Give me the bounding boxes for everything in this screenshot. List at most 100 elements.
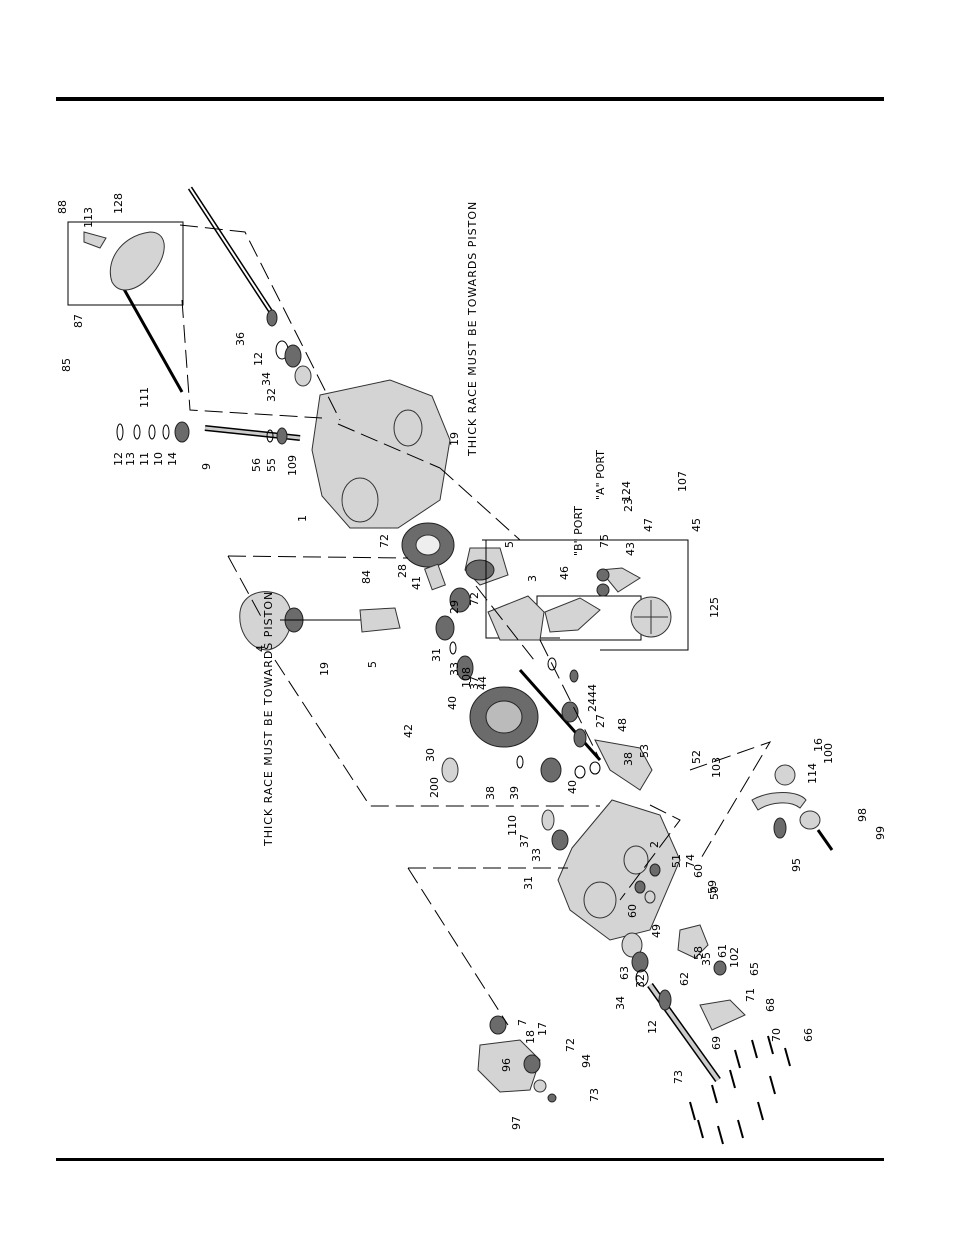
callout-69: 69 [710, 1036, 723, 1050]
callout-51: 51 [670, 854, 683, 868]
callout-5: 5 [503, 541, 516, 548]
cover-detail-box [67, 221, 184, 306]
callout-36: 36 [234, 332, 247, 346]
callout-85: 85 [60, 358, 73, 372]
callout-58: 58 [692, 946, 705, 960]
callout-44: 44 [476, 676, 489, 690]
callout-5: 5 [366, 661, 379, 668]
callout-73: 73 [588, 1088, 601, 1102]
callout-24: 24 [586, 698, 599, 712]
center-section-3 [487, 595, 545, 641]
callout-128: 128 [112, 193, 125, 214]
bolts-7 [689, 1035, 791, 1145]
callout-68: 68 [764, 998, 777, 1012]
callout-107: 107 [676, 471, 689, 492]
callout-31: 31 [430, 648, 443, 662]
callout-33: 33 [530, 848, 543, 862]
callout-110: 110 [506, 815, 519, 836]
lower-housing-2 [557, 799, 681, 941]
callout-17: 17 [536, 1022, 549, 1036]
callout-75: 75 [598, 534, 611, 548]
callout-111: 111 [138, 387, 151, 408]
callout-3: 3 [526, 575, 539, 582]
callout-9: 9 [200, 463, 213, 470]
callout-97: 97 [510, 1116, 523, 1130]
callout-32: 32 [634, 974, 647, 988]
a-port-label: "A" PORT [594, 450, 607, 500]
callout-42: 42 [402, 724, 415, 738]
bracket-18 [477, 1039, 541, 1093]
callout-56: 56 [250, 458, 263, 472]
callout-40: 40 [566, 780, 579, 794]
callout-4: 4 [254, 645, 267, 652]
callout-29: 29 [448, 600, 461, 614]
callout-44: 44 [586, 684, 599, 698]
callout-62: 62 [678, 972, 691, 986]
callout-60: 60 [626, 904, 639, 918]
callout-73: 73 [672, 1070, 685, 1084]
callout-12: 12 [646, 1020, 659, 1034]
callout-14: 14 [166, 452, 179, 466]
callout-33: 33 [448, 662, 461, 676]
callout-37: 37 [518, 834, 531, 848]
callout-60: 60 [692, 864, 705, 878]
callout-38: 38 [484, 786, 497, 800]
callout-65: 65 [748, 962, 761, 976]
callout-18: 18 [524, 1030, 537, 1044]
callout-99: 99 [874, 826, 887, 840]
callout-30: 30 [424, 748, 437, 762]
callout-113: 113 [82, 207, 95, 228]
callout-27: 27 [594, 714, 607, 728]
note-thick-race-lower: THICK RACE MUST BE TOWARDS PISTON [262, 591, 275, 847]
callout-34: 34 [614, 996, 627, 1010]
callout-11: 11 [138, 452, 151, 466]
callout-47: 47 [642, 518, 655, 532]
callout-63: 63 [618, 966, 631, 980]
callout-34: 34 [260, 372, 273, 386]
callout-23: 23 [622, 498, 635, 512]
bottom-rule [56, 1158, 884, 1161]
callout-19: 19 [448, 432, 461, 446]
callout-12: 12 [112, 452, 125, 466]
callout-102: 102 [728, 947, 741, 968]
callout-125: 125 [708, 597, 721, 618]
callout-48: 48 [616, 718, 629, 732]
callout-95: 95 [790, 858, 803, 872]
note-thick-race-upper: THICK RACE MUST BE TOWARDS PISTON [466, 201, 479, 457]
svg-text:THICK RACE MUST BE TOWARDS PIS: THICK RACE MUST BE TOWARDS PISTON [262, 591, 275, 847]
svg-text:"B" PORT: "B" PORT [572, 506, 585, 556]
diagram-artwork [67, 186, 834, 1145]
callout-108: 108 [460, 667, 473, 688]
callout-109: 109 [286, 455, 299, 476]
callout-114: 114 [806, 763, 819, 784]
callout-98: 98 [856, 808, 869, 822]
top-rule [56, 97, 884, 101]
upper-housing-1 [311, 379, 451, 529]
callout-43: 43 [624, 542, 637, 556]
callout-72: 72 [468, 592, 481, 606]
svg-text:"A" PORT: "A" PORT [594, 450, 607, 500]
callout-124: 124 [620, 481, 633, 502]
callout-59: 59 [706, 880, 719, 894]
callout-2: 2 [648, 841, 661, 848]
callout-28: 28 [396, 564, 409, 578]
callout-55: 55 [265, 458, 278, 472]
callout-88: 88 [56, 200, 69, 214]
callout-72: 72 [378, 534, 391, 548]
callout-46: 46 [558, 566, 571, 580]
callout-74: 74 [684, 854, 697, 868]
callout-35: 35 [700, 952, 713, 966]
b-port-label: "B" PORT [572, 506, 585, 556]
callout-38: 38 [622, 752, 635, 766]
callout-96: 96 [500, 1058, 513, 1072]
callout-1: 1 [296, 515, 309, 522]
callout-52: 52 [690, 750, 703, 764]
callout-12: 12 [252, 352, 265, 366]
callout-7: 7 [516, 1019, 529, 1026]
callout-100: 100 [822, 743, 835, 764]
callout-94: 94 [580, 1054, 593, 1068]
callout-103: 103 [710, 757, 723, 778]
callout-53: 53 [638, 744, 651, 758]
